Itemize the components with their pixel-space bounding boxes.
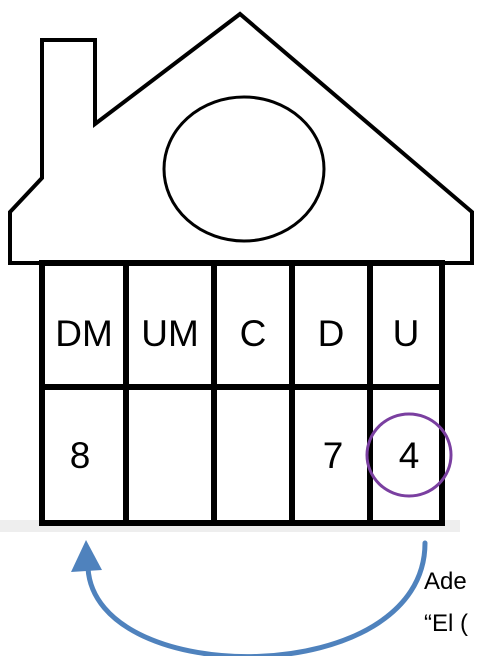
column-header-u: U (393, 313, 420, 354)
column-value-d: 7 (323, 435, 344, 476)
column-header-dm: DM (55, 313, 113, 354)
side-text-line-1: Ade (424, 568, 467, 596)
house-roof-outline (10, 14, 472, 263)
column-header-c: C (240, 313, 267, 354)
column-value-dm: 8 (70, 435, 91, 476)
side-text-line-2: “El ( (424, 610, 468, 638)
place-value-table (42, 263, 442, 523)
roof-window-circle (164, 97, 324, 241)
column-header-d: D (318, 313, 345, 354)
curved-arrow (88, 543, 425, 656)
column-header-um: UM (141, 313, 199, 354)
column-value-u: 4 (399, 435, 420, 476)
arrowhead-icon (71, 540, 102, 572)
